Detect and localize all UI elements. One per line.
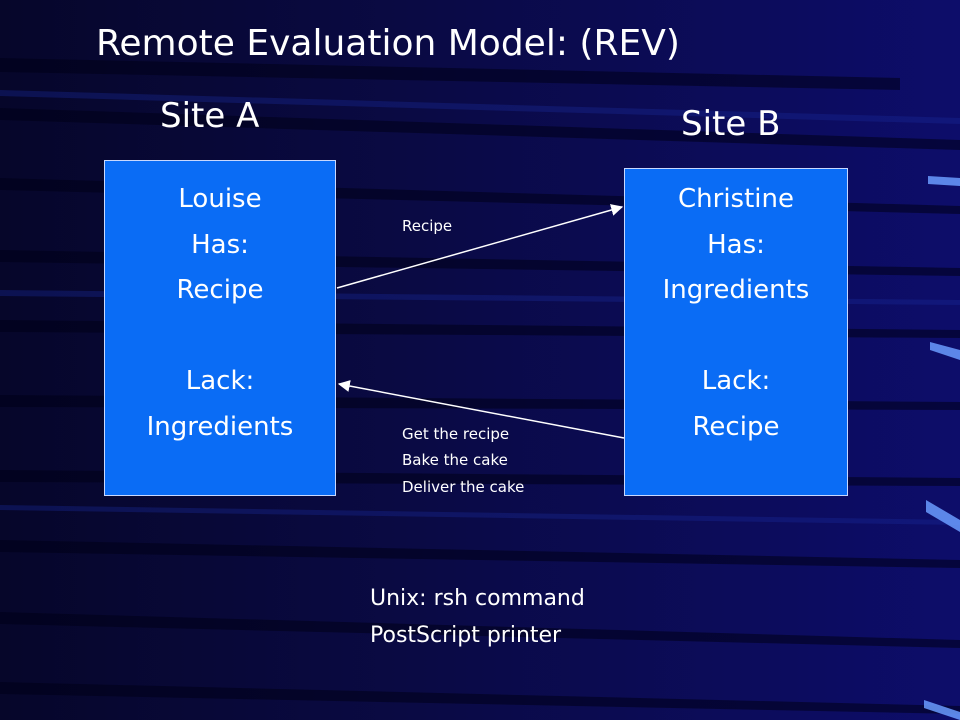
- site-a-heading: Site A: [160, 96, 260, 136]
- site-a-person: Louise: [178, 184, 262, 214]
- site-a-has-item: Recipe: [176, 275, 264, 305]
- cake-arrow: [337, 380, 625, 439]
- site-b-has-item: Ingredients: [662, 275, 810, 305]
- edge-accent-marks: [924, 176, 960, 720]
- recipe-arrow-label: Recipe: [402, 217, 453, 235]
- site-b-person: Christine: [678, 184, 794, 214]
- note-postscript: PostScript printer: [370, 623, 562, 648]
- action-bake-cake: Bake the cake: [402, 451, 508, 469]
- recipe-arrow: [336, 204, 624, 289]
- site-a-lack-item: Ingredients: [146, 412, 294, 442]
- site-a-has-label: Has:: [191, 230, 249, 260]
- site-b-lack-label: Lack:: [701, 366, 771, 396]
- site-b-lack-item: Recipe: [692, 412, 780, 442]
- site-b-heading: Site B: [681, 104, 781, 144]
- site-a-box: Louise Has: Recipe Lack: Ingredients: [104, 160, 336, 496]
- site-a-lack-label: Lack:: [185, 366, 255, 396]
- action-deliver-cake: Deliver the cake: [402, 478, 525, 496]
- note-unix-rsh: Unix: rsh command: [370, 586, 585, 611]
- slide-title: Remote Evaluation Model: (REV): [96, 23, 680, 64]
- site-b-has-label: Has:: [707, 230, 765, 260]
- action-get-recipe: Get the recipe: [402, 425, 510, 443]
- site-b-box: Christine Has: Ingredients Lack: Recipe: [624, 168, 848, 496]
